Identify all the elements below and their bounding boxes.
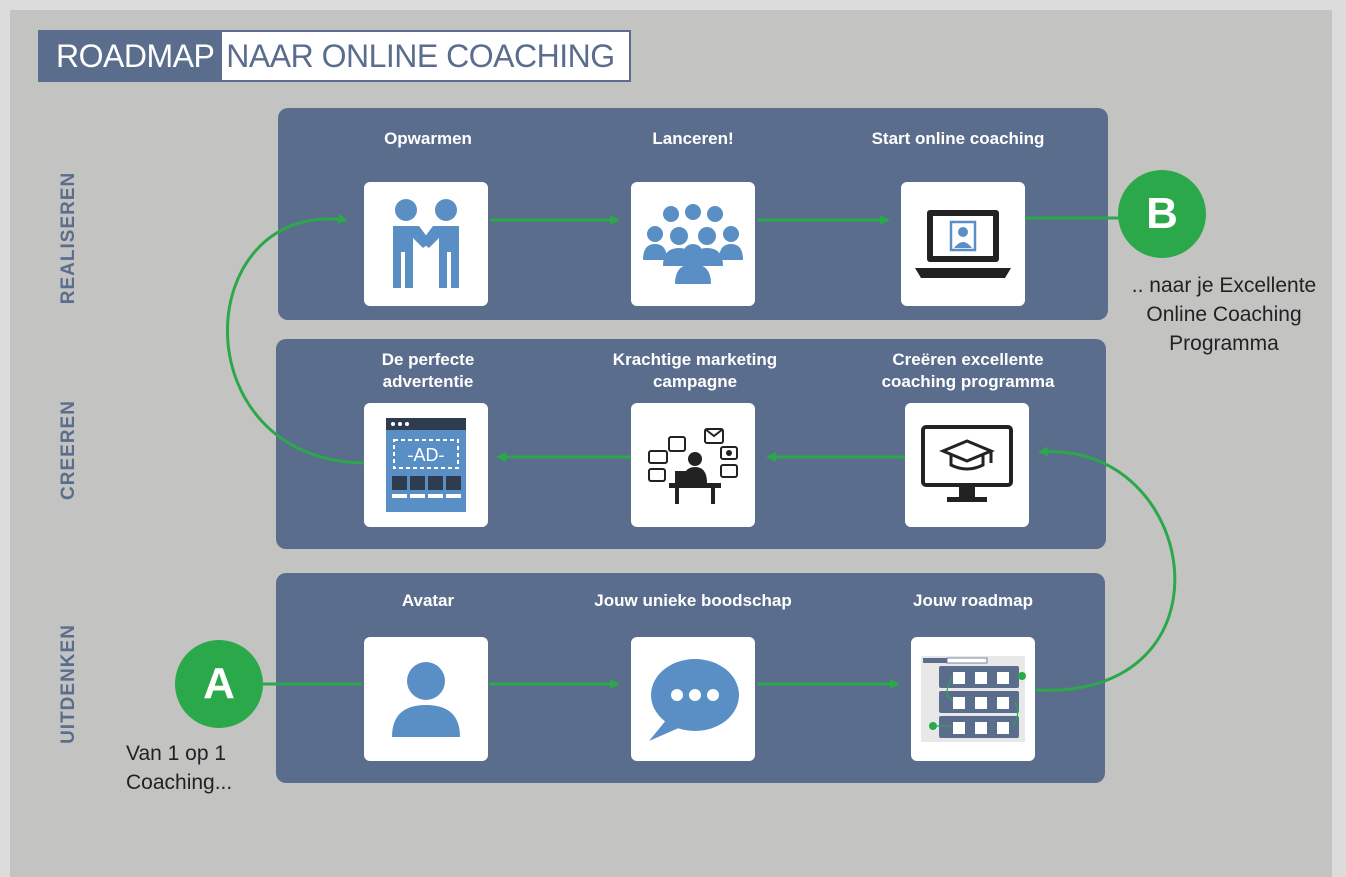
card-coaching-programma <box>905 403 1029 527</box>
title-right: NAAR ONLINE COACHING <box>222 30 631 82</box>
step-title-coaching-programma: Creëren excellente coaching programma <box>881 350 1055 391</box>
step-title-avatar: Avatar <box>401 591 455 610</box>
step-title-start-online-coaching: Start online coaching <box>871 129 1045 148</box>
arrow-advertentie-to-opwarmen <box>226 214 365 465</box>
card-jouw-roadmap <box>911 637 1035 761</box>
crowd-icon <box>643 204 743 284</box>
step-title-unieke-boodschap: Jouw unieke boodschap <box>594 591 792 610</box>
card-opwarmen <box>364 182 488 306</box>
step-title-jouw-roadmap: Jouw roadmap <box>913 591 1033 610</box>
user-icon <box>392 662 460 737</box>
start-circle-a: A <box>175 640 263 728</box>
start-caption: Van 1 op 1 Coaching... <box>126 742 233 794</box>
arrow-roadmap-to-coaching-programma <box>1035 446 1177 692</box>
ad-mark: -AD- <box>408 445 445 465</box>
step-title-lanceren: Lanceren! <box>652 129 734 148</box>
ad-icon: -AD- <box>386 418 466 512</box>
card-start-online-coaching <box>901 182 1025 306</box>
step-title-marketing-campagne: Krachtige marketing campagne <box>612 350 778 391</box>
marketing-desk-icon <box>648 428 738 504</box>
roadmap-thumbnail-icon <box>921 656 1026 742</box>
handshake-icon <box>393 199 459 288</box>
card-avatar <box>364 637 488 761</box>
title-left: ROADMAP <box>38 30 223 82</box>
chat-bubble-icon <box>649 659 739 741</box>
step-title-opwarmen: Opwarmen <box>384 129 472 148</box>
laptop-video-icon <box>915 210 1011 278</box>
graduation-monitor-icon <box>921 425 1013 502</box>
card-marketing-campagne <box>631 403 755 527</box>
end-caption: .. naar je Excellente Online Coaching Pr… <box>1131 274 1317 355</box>
end-circle-b: B <box>1118 170 1206 258</box>
card-lanceren <box>631 182 755 306</box>
step-title-perfecte-advertentie: De perfecte advertentie <box>381 350 475 391</box>
card-unieke-boodschap <box>631 637 755 761</box>
page-title: ROADMAP NAAR ONLINE COACHING <box>38 30 631 82</box>
card-advertentie: -AD- <box>364 403 488 527</box>
